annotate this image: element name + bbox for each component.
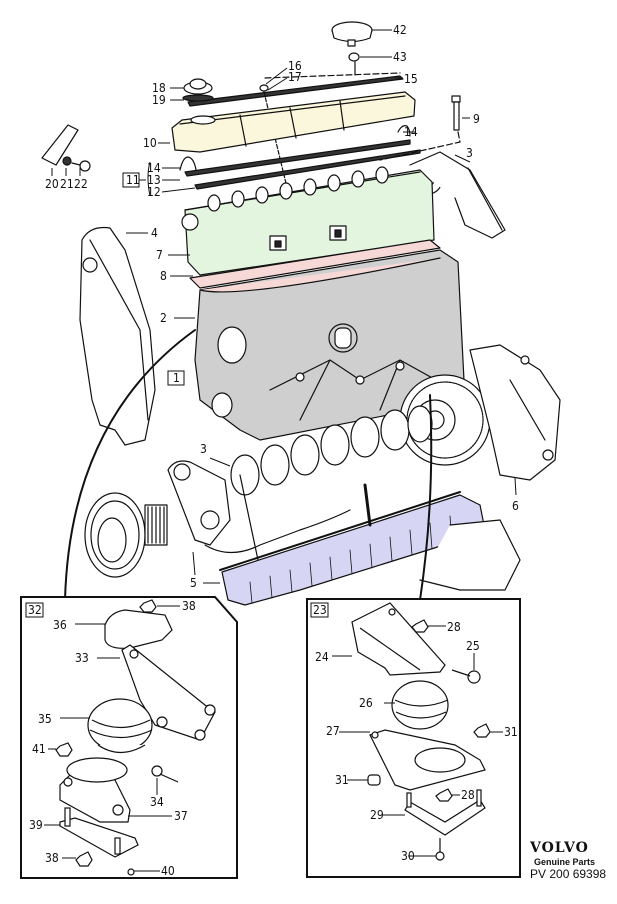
svg-text:1: 1	[173, 371, 180, 385]
svg-text:11: 11	[126, 173, 140, 187]
callout-14-right: 14	[404, 125, 418, 139]
callout-16: 16	[288, 59, 302, 73]
callout-3-bottom: 3	[200, 442, 207, 456]
callout-33: 33	[75, 651, 89, 665]
callout-9: 9	[473, 112, 480, 126]
part-number: PV 200 69398	[530, 867, 607, 881]
callout-27: 27	[326, 724, 340, 738]
engine-block-part	[194, 249, 466, 441]
group-box-1: 1	[167, 370, 185, 386]
breather-cap-part	[331, 21, 373, 76]
callout-10: 10	[143, 136, 157, 150]
callout-2: 2	[160, 311, 167, 325]
callout-41: 41	[32, 742, 46, 756]
brand-subtitle: Genuine Parts	[534, 857, 596, 867]
callout-31-right: 31	[504, 725, 518, 739]
callout-25: 25	[466, 639, 480, 653]
oil-filler-cap-part	[182, 78, 214, 102]
callout-37: 37	[174, 809, 188, 823]
callout-6: 6	[512, 499, 519, 513]
bellhousing-part	[469, 344, 561, 481]
callout-40: 40	[161, 864, 175, 878]
callout-15: 15	[404, 72, 418, 86]
callout-42: 42	[393, 23, 407, 37]
head-gasket-part	[189, 239, 441, 289]
crankshaft-part	[230, 405, 433, 496]
callout-18: 18	[152, 81, 166, 95]
callout-14-left: 14	[147, 161, 161, 175]
callout-7: 7	[156, 248, 163, 262]
callout-24: 24	[315, 650, 329, 664]
valve-cover-part	[171, 91, 416, 153]
callout-28-lower: 28	[461, 788, 475, 802]
callout-20: 20	[45, 177, 59, 191]
callout-8: 8	[160, 269, 167, 283]
lifting-bracket-part	[41, 124, 91, 172]
callout-36: 36	[53, 618, 67, 632]
callout-30: 30	[401, 849, 415, 863]
svg-text:32: 32	[28, 603, 42, 617]
callout-17: 17	[288, 70, 302, 84]
callout-31-left: 31	[335, 773, 349, 787]
callout-5: 5	[190, 576, 197, 590]
callout-12: 12	[147, 185, 161, 199]
cover-seal-part	[187, 75, 404, 107]
callout-38-bottom: 38	[45, 851, 59, 865]
callout-13: 13	[147, 173, 161, 187]
callout-34: 34	[150, 795, 164, 809]
callout-28-top: 28	[447, 620, 461, 634]
callout-4: 4	[151, 226, 158, 240]
callout-29: 29	[370, 808, 384, 822]
crank-pulley-part	[84, 492, 168, 578]
callout-26: 26	[359, 696, 373, 710]
volvo-logo: VOLVO	[530, 840, 589, 856]
callout-19: 19	[152, 93, 166, 107]
callout-38-top: 38	[182, 599, 196, 613]
inset-engine-mount-right: 23	[306, 598, 521, 878]
inset-engine-mount-left: 32	[20, 596, 238, 879]
callout-21: 21	[60, 177, 74, 191]
group-box-11: 11	[122, 172, 140, 188]
callout-3-top: 3	[466, 146, 473, 160]
inset-box-label-23: 23	[310, 602, 329, 618]
svg-text:23: 23	[313, 603, 327, 617]
callout-39: 39	[29, 818, 43, 832]
callout-43: 43	[393, 50, 407, 64]
bolt-part	[379, 95, 461, 161]
cover-gasket-part	[184, 139, 411, 177]
timing-cover-part	[79, 226, 156, 446]
inset-box-label-32: 32	[25, 602, 44, 618]
callout-35: 35	[38, 712, 52, 726]
brand-block: VOLVO Genuine Parts PV 200 69398	[530, 840, 610, 881]
callout-22: 22	[74, 177, 88, 191]
